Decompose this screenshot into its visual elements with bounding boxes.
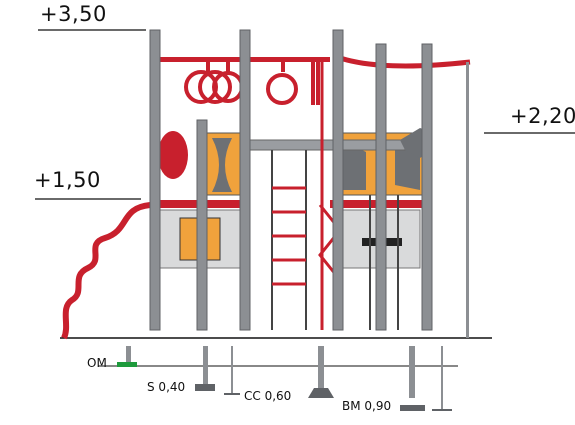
level-label-top: +3,50 <box>40 2 107 26</box>
ring-swings <box>184 62 320 105</box>
top-rail-right <box>336 54 471 69</box>
level-label-left: +1,50 <box>34 168 101 192</box>
foundation-bm <box>400 346 452 411</box>
foundation-om <box>117 346 137 367</box>
support-posts <box>149 29 433 331</box>
ladder-rungs-left <box>272 186 306 286</box>
thin-right-post <box>466 62 469 338</box>
wavy-climber <box>61 202 151 340</box>
ladder-right <box>369 195 399 330</box>
foundation-label-om: OM <box>87 356 107 370</box>
center-panel-cutout <box>212 138 232 192</box>
level-label-right: +2,20 <box>510 104 575 128</box>
foundation-label-cc: CC 0,60 <box>244 389 292 403</box>
foundation-label-bm: BM 0,90 <box>342 399 392 413</box>
left-steering-seat <box>158 131 188 179</box>
right-panel-cutout-left <box>342 140 366 190</box>
ladder-left <box>271 150 307 330</box>
foundation-s <box>195 346 240 395</box>
foundation-label-s: S 0,40 <box>147 380 186 394</box>
net-red-lines <box>318 62 342 330</box>
foundation-cc <box>308 346 334 398</box>
